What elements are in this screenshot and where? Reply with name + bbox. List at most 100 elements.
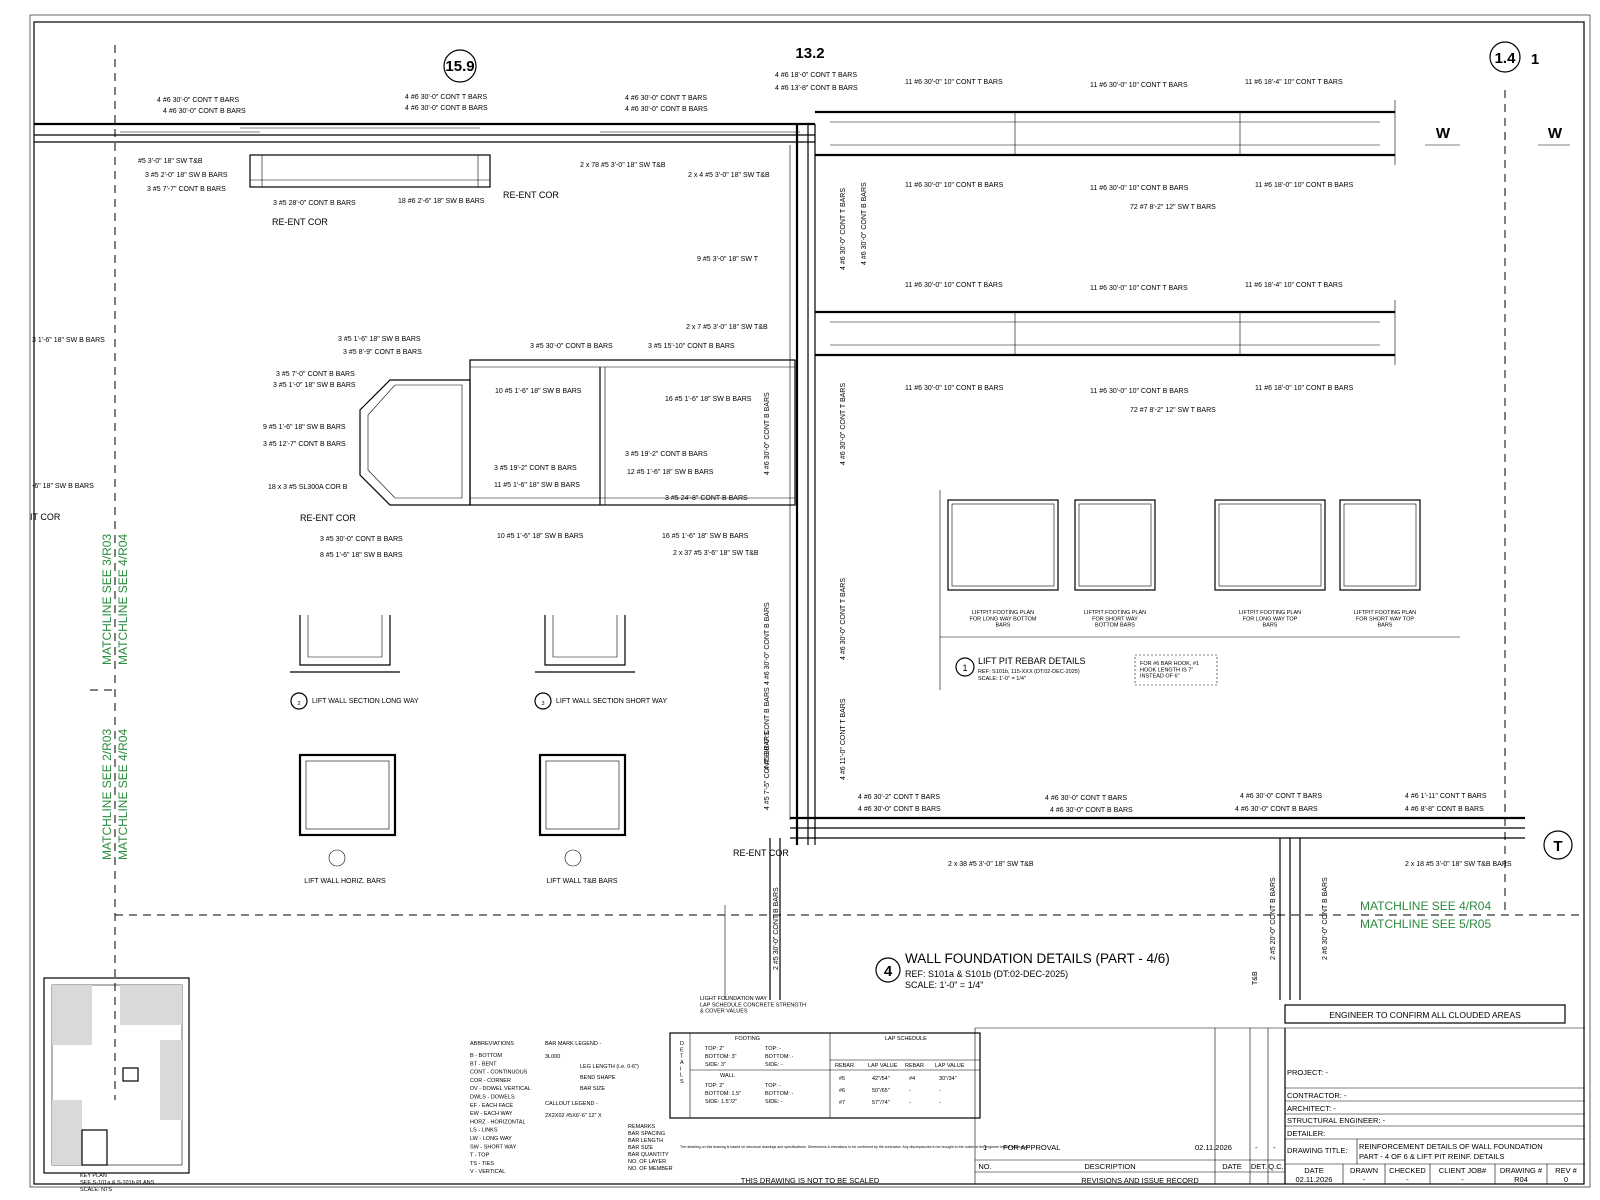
lap-cell: - [939, 1100, 941, 1106]
rebar-label: 9 #5 3'-0" 18" SW T [697, 256, 759, 263]
sheet-outer-border [29, 14, 1591, 1188]
rebar-label: 11 #5 1'-6" 18" SW B BARS [494, 482, 580, 489]
title-block-col-header: DRAWING # [1500, 1166, 1543, 1175]
bar-legend-item: BAR SIZE [580, 1086, 605, 1092]
contractor-field: CONTRACTOR: - [1287, 1091, 1347, 1100]
rebar-label: -6" 18" SW B BARS [32, 483, 94, 490]
rebar-label: 11 #6 18'-4" 10" CONT T BARS [1245, 79, 1343, 86]
lap-table: TOP: 2"BOTTOM: 3"SIDE: 3"TOP: -BOTTOM: -… [705, 1046, 965, 1106]
callout-legend-item: BAR SIZE [628, 1145, 653, 1151]
grid-bubble-t: T [1543, 830, 1573, 860]
callout-legend-item: REMARKS [628, 1124, 656, 1130]
rebar-label: 4 #5 30'-0" CONT B BARS [764, 687, 771, 770]
rebar-label: 2 #5 20'-0" CONT B BARS [1270, 877, 1277, 960]
rebar-label: 2 #5 30'-0" CONT B BARS [773, 887, 780, 970]
lap-cell: 30"/34" [939, 1076, 957, 1082]
title-block-col-value: 0 [1564, 1175, 1568, 1184]
rebar-label: 4 #6 30'-0" CONT T BARS [405, 94, 487, 101]
section-title: LIFT WALL SECTION LONG WAY [312, 698, 419, 705]
abbr-item: DV - DOWEL VERTICAL [470, 1086, 531, 1092]
grid-bubble-15-9: 15.9 [443, 49, 477, 83]
rebar-label: 4 #6 8'-8" CONT B BARS [1405, 806, 1484, 813]
rebar-label: 4 #6 30'-0" CONT B BARS [163, 108, 246, 115]
lift-wall-plans: LIFT WALL HORIZ. BARS LIFT WALL T&B BARS [298, 753, 627, 885]
rebar-label: 4 #6 30'-0" CONT T BARS [1045, 795, 1127, 802]
title-block: ENGINEER TO CONFIRM ALL CLOUDED AREAS PR… [741, 1004, 1585, 1185]
rebar-label: 12 #5 1'-6" 18" SW B BARS [627, 469, 714, 476]
title-block-col-header: DATE [1304, 1166, 1323, 1175]
sheet-inner-border [33, 21, 1585, 1185]
rebar-label: 11 #6 30'-0" 10" CONT T BARS [905, 79, 1003, 86]
rebar-label: 3 #5 19'-2" CONT B BARS [625, 451, 708, 458]
title-block-col-header: CLIENT JOB# [1439, 1166, 1487, 1175]
structural-field: STRUCTURAL ENGINEER: - [1287, 1116, 1386, 1125]
rebar-label: 3 #5 1'-6" 18" SW B BARS [338, 336, 421, 343]
engineer-note: ENGINEER TO CONFIRM ALL CLOUDED AREAS [1329, 1010, 1521, 1020]
matchline-label: MATCHLINE SEE 4/R04 [116, 729, 130, 860]
rebar-label: RE-ENT COR [503, 190, 559, 200]
rebar-label: 4 #6 13'-8" CONT B BARS [775, 85, 858, 92]
callout-legend-item: BAR LENGTH [628, 1138, 663, 1144]
matchline-label: MATCHLINE SEE 2/R03 [100, 729, 114, 860]
rebar-label: 10 #5 1'-6" 18" SW B BARS [495, 388, 582, 395]
bottom-wall-strip [724, 816, 1525, 1000]
section-number: 3 [541, 701, 544, 707]
detail-ref: REF: S101b, 115-XXX (DT:02-DEC-2025) [978, 669, 1080, 675]
rebar-label: RE-ENT COR [272, 217, 328, 227]
key-plan-sub: SEE S-101a & S-101b PLANS [80, 1180, 155, 1186]
rebar-label: 11 #6 30'-0" 10" CONT B BARS [905, 182, 1004, 189]
revision-col-header: NO. [978, 1162, 991, 1171]
rebar-label: 4 #6 30'-0" CONT T BARS [840, 188, 847, 270]
lap-cell: - [909, 1100, 911, 1106]
architect-field: ARCHITECT: - [1287, 1104, 1336, 1113]
callout-legend-item: NO. OF LAYER [628, 1159, 666, 1165]
rebar-label: 3 #5 30'-0" CONT B BARS [320, 536, 403, 543]
right-wall-strip-1 [815, 100, 1396, 165]
right-wall-strip-2 [815, 300, 1396, 365]
bar-legend-item: BEND SHAPE [580, 1075, 616, 1081]
rebar-label: 11 #6 18'-0" 10" CONT B BARS [1255, 385, 1354, 392]
detailer-field: DETAILER: [1287, 1129, 1325, 1138]
abbr-item: BT - BENT [470, 1061, 497, 1067]
wall-label: WALL [720, 1073, 735, 1079]
lap-cell: 42"/54" [872, 1076, 890, 1082]
title-block-col-value: - [1406, 1175, 1409, 1184]
rebar-label: 4 #6 30'-0" CONT T BARS [625, 95, 707, 102]
project-field: PROJECT: - [1287, 1068, 1328, 1077]
rebar-label: 11 #6 30'-0" 10" CONT T BARS [905, 282, 1003, 289]
abbr-item: V - VERTICAL [470, 1169, 505, 1175]
callout-legend-item: BAR SPACING [628, 1131, 665, 1137]
notes-small: The detailing on this drawing is based o… [680, 1145, 1029, 1149]
rebar-label: 3 #5 19'-2" CONT B BARS [494, 465, 577, 472]
rebar-label: 10 #5 1'-6" 18" SW B BARS [497, 533, 584, 540]
rebar-label: 11 #6 30'-0" 10" CONT B BARS [1090, 388, 1189, 395]
bar-code: 3L000 [545, 1054, 560, 1060]
matchline-label: MATCHLINE SEE 3/R03 [100, 534, 114, 665]
detail-scale: SCALE: 1'-0" = 1/4" [978, 676, 1026, 682]
detail-title: WALL FOUNDATION DETAILS (PART - 4/6) [905, 951, 1170, 966]
rebar-label: 4 #6 30'-0" CONT B BARS [764, 392, 771, 475]
abbr-item: T - TOP [470, 1153, 490, 1159]
rebar-label: 4 #6 30'-0" CONT T BARS [840, 383, 847, 465]
revision-col-header: DATE [1222, 1162, 1241, 1171]
rebar-label: 8 #5 1'-6" 18" SW B BARS [320, 552, 403, 559]
matchline-label: MATCHLINE SEE 4/R04 [1360, 899, 1491, 913]
rebar-label: 3 #5 24'-8" CONT B BARS [665, 495, 748, 502]
legend-title: ABBREVIATIONS [470, 1041, 514, 1047]
grid-label-w1: W [1436, 125, 1451, 142]
lap-header: REBAR [905, 1063, 924, 1069]
abbr-item: TS - TIES [470, 1161, 494, 1167]
revision-qc: - [1273, 1143, 1276, 1152]
bar-legend-item: LEG LENGTH (i.e. 0-6") [580, 1064, 639, 1070]
rebar-label: 18 #6 2'-6" 18" SW B BARS [398, 198, 485, 205]
abbr-item: LW - LONG WAY [470, 1136, 512, 1142]
legend-title: CALLOUT LEGEND - [545, 1101, 598, 1107]
rebar-label: 11 #6 18'-4" 10" CONT T BARS [1245, 282, 1343, 289]
key-plan-scale: SCALE: NTS [80, 1187, 112, 1193]
revision-col-header: DESCRIPTION [1084, 1162, 1135, 1171]
